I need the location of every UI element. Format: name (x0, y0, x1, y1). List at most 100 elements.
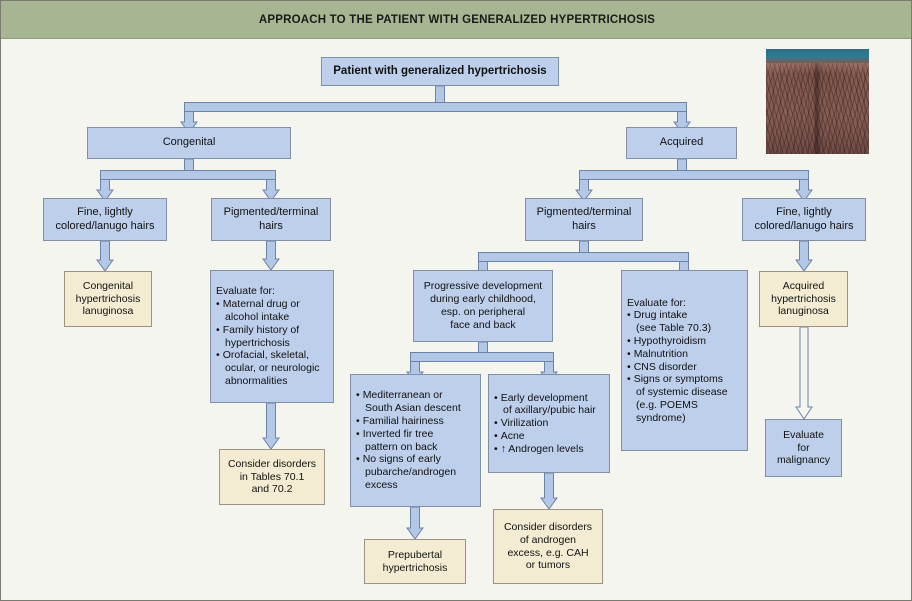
bullet-item: •CNS disorder (627, 361, 742, 374)
bullet-dot-icon: • (627, 334, 631, 347)
connector-layer (96, 85, 813, 540)
node-text-line: Evaluate for: (627, 296, 686, 309)
node-text-line: hypertrichosis (771, 292, 836, 305)
node-evaluate-for-acquired: Evaluate for:•Drug intake(see Table 70.3… (621, 270, 748, 451)
node-text-line: Congenital (82, 279, 134, 292)
node-text-line: in Tables 70.1 (239, 470, 305, 483)
bullet-continuation: pubarche/androgen (365, 466, 457, 479)
bullet-text: Early development (500, 391, 588, 404)
node-text-line: lanuginosa (82, 305, 134, 318)
node-text-line: for (797, 441, 810, 454)
node-text-line: hypertrichosis (75, 292, 141, 305)
bullet-item: •Familial hairiness (356, 415, 475, 428)
bullet-dot-icon: • (627, 373, 631, 386)
bullet-continuation: alcohol intake (225, 310, 290, 323)
node-text-line: face and back (450, 318, 516, 331)
bullet-dot-icon: • (356, 389, 360, 402)
connector-root-to-congenital-and-acquired-bus (184, 102, 687, 112)
node-text-line: and 70.2 (251, 483, 293, 496)
connector-progressive-to-children-bus (410, 352, 554, 362)
node-text-line: Progressive development (423, 280, 543, 293)
bullet-dot-icon: • (356, 414, 360, 427)
bullet-continuation: pattern on back (365, 440, 438, 453)
bullet-dot-icon: • (627, 309, 631, 322)
bullet-item: •↑ Androgen levels (494, 443, 604, 456)
bullet-text: Hypothyroidism (633, 334, 707, 347)
page-title: APPROACH TO THE PATIENT WITH GENERALIZED… (258, 13, 656, 26)
node-text-line: Acquired (782, 279, 825, 292)
bullet-text: Virilization (500, 417, 549, 430)
bullet-item: •Signs or symptoms (627, 373, 742, 386)
bullet-item: •Maternal drug or (216, 298, 328, 311)
node-congenital: Congenital (87, 127, 291, 159)
node-text-line: during early childhood, (430, 293, 536, 306)
node-text-line: Evaluate for: (216, 285, 275, 298)
bullet-item: •Early development (494, 392, 604, 405)
bullet-continuation: South Asian descent (365, 402, 461, 415)
bullet-item: •Drug intake (627, 309, 742, 322)
bullet-text: Acne (500, 429, 525, 442)
bullet-text: Drug intake (633, 309, 688, 322)
bullet-item: •Malnutrition (627, 348, 742, 361)
connector-cong-pigmented-to-evaluate (262, 240, 280, 271)
bullet-continuation: excess (365, 478, 398, 491)
connector-acquired-to-children-drop-1 (795, 179, 813, 202)
node-text-line: hairs (572, 219, 596, 232)
bullet-text: No signs of early (362, 453, 441, 466)
bullet-continuation: (e.g. POEMS (636, 398, 698, 411)
bullet-dot-icon: • (494, 442, 498, 455)
node-text-line: Pigmented/terminal (536, 206, 632, 219)
connector-mediterranean-to-prepubertal (406, 506, 424, 540)
node-text-line: or tumors (525, 559, 571, 572)
node-text-line: lanuginosa (778, 305, 829, 318)
bullet-continuation: hypertrichosis (225, 336, 290, 349)
bullet-continuation: of axillary/pubic hair (503, 404, 596, 417)
node-acquired: Acquired (626, 127, 737, 159)
node-text-line: hypertrichosis (382, 561, 448, 574)
bullet-text: ↑ Androgen levels (500, 442, 584, 455)
node-text-line: Patient with generalized hypertrichosis (333, 65, 547, 78)
bullet-item: •Virilization (494, 417, 604, 430)
bullet-item: •Hypothyroidism (627, 335, 742, 348)
connector-acq-pigmented-to-children-bus (478, 252, 689, 262)
bullet-dot-icon: • (356, 427, 360, 440)
bullet-dot-icon: • (627, 347, 631, 360)
bullet-item: •Mediterranean or (356, 389, 475, 402)
bullet-item: •Acne (494, 430, 604, 443)
connector-androgen-signs-to-consider (540, 472, 558, 510)
bullet-dot-icon: • (494, 429, 498, 442)
node-text-line: Pigmented/terminal (223, 206, 319, 219)
bullet-continuation: (see Table 70.3) (636, 322, 712, 335)
connector-congenital-to-children-bus (100, 170, 276, 180)
photo-background-strip (766, 49, 869, 63)
photo-spine-shadow (813, 59, 821, 154)
bullet-text: Inverted fir tree (362, 427, 434, 440)
bullet-item: •Orofacial, skeletal, (216, 349, 328, 362)
bullet-dot-icon: • (356, 453, 360, 466)
bullet-text: CNS disorder (633, 360, 697, 373)
figure-title-banner: APPROACH TO THE PATIENT WITH GENERALIZED… (1, 1, 911, 39)
clinical-photo-hairy-back (766, 49, 869, 154)
connector-acquired-to-children-drop-0 (575, 179, 593, 202)
bullet-text: Mediterranean or (362, 389, 443, 402)
bullet-continuation: ocular, or neurologic (225, 362, 320, 375)
node-text-line: Prepubertal (387, 548, 443, 561)
node-text-line: Fine, lightly (776, 206, 832, 219)
node-text-line: excess, e.g. CAH (507, 546, 589, 559)
bullet-continuation: abnormalities (225, 374, 288, 387)
connector-congenital-to-children-drop-1 (262, 179, 280, 202)
bullet-dot-icon: • (494, 391, 498, 404)
bullet-dot-icon: • (216, 349, 220, 362)
